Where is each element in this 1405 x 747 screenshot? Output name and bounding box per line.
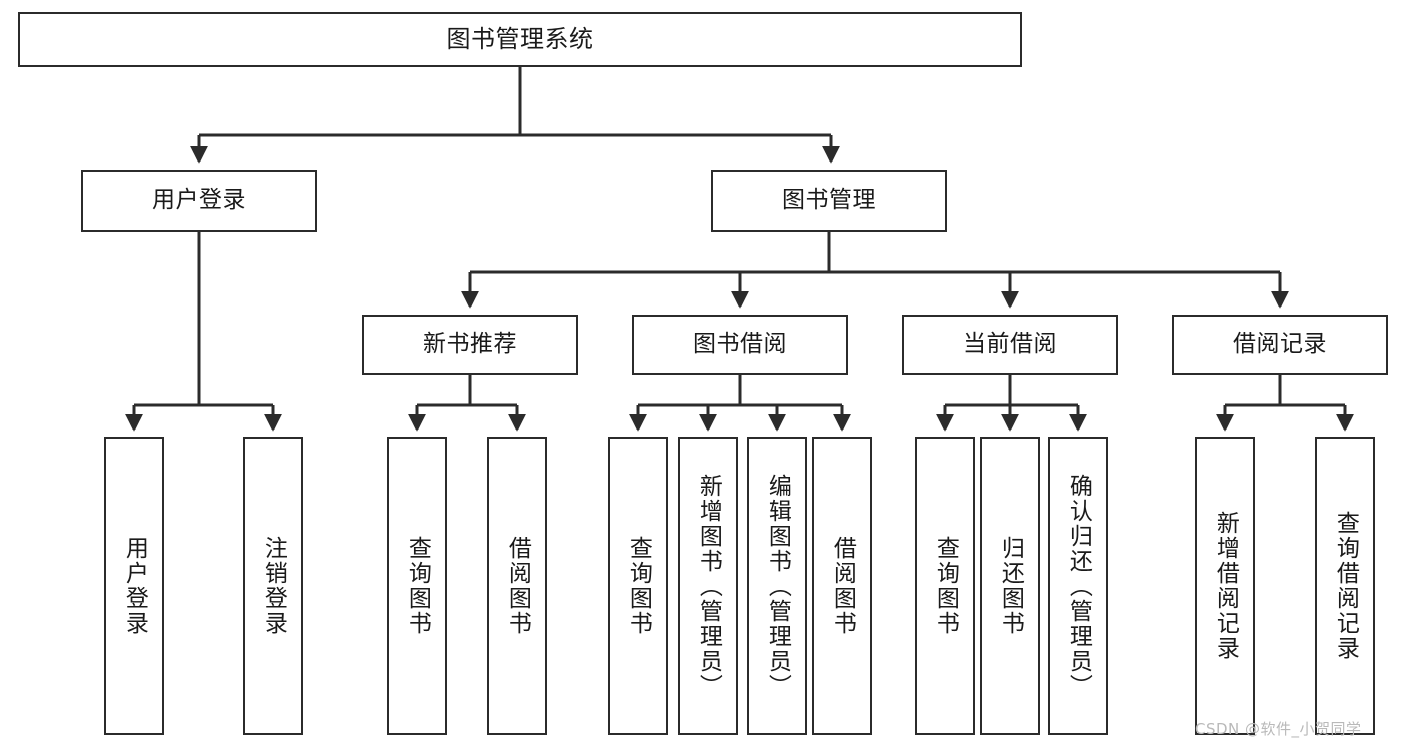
node-user-login[interactable]: 用户登录 (81, 170, 317, 232)
leaf-node-query-borrow-record[interactable]: 查询借阅记录 (1315, 437, 1375, 735)
leaf-node-borrow-book-newbook[interactable]: 借阅图书 (487, 437, 547, 735)
csdn-watermark: CSDN @软件_小贺同学 (1195, 720, 1362, 738)
node-book-management-system[interactable]: 图书管理系统 (18, 12, 1022, 67)
leaf-node-return-book[interactable]: 归还图书 (980, 437, 1040, 735)
node-current-borrow[interactable]: 当前借阅 (902, 315, 1118, 375)
node-new-book-recommend[interactable]: 新书推荐 (362, 315, 578, 375)
leaf-node-query-book-borrow[interactable]: 查询图书 (608, 437, 668, 735)
leaf-node-add-book-admin[interactable]: 新增图书（管理员） (678, 437, 738, 735)
leaf-node-add-borrow-record[interactable]: 新增借阅记录 (1195, 437, 1255, 735)
leaf-node-user-login[interactable]: 用户登录 (104, 437, 164, 735)
node-book-management[interactable]: 图书管理 (711, 170, 947, 232)
leaf-node-confirm-return-admin[interactable]: 确认归还（管理员） (1048, 437, 1108, 735)
node-borrow-record[interactable]: 借阅记录 (1172, 315, 1388, 375)
leaf-node-edit-book-admin[interactable]: 编辑图书（管理员） (747, 437, 807, 735)
leaf-node-logout[interactable]: 注销登录 (243, 437, 303, 735)
leaf-node-query-book-newbook[interactable]: 查询图书 (387, 437, 447, 735)
leaf-node-query-book-current[interactable]: 查询图书 (915, 437, 975, 735)
node-book-borrow[interactable]: 图书借阅 (632, 315, 848, 375)
leaf-node-borrow-book[interactable]: 借阅图书 (812, 437, 872, 735)
